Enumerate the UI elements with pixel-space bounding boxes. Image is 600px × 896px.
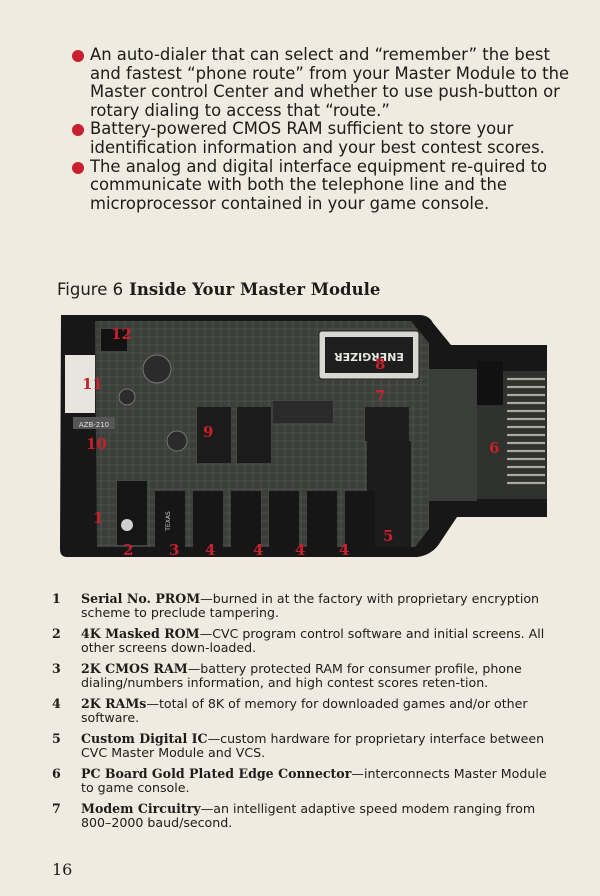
callout-3: 3	[169, 541, 179, 559]
legend-item: 3 2K CMOS RAM—battery protected RAM for c…	[52, 662, 552, 690]
callout-5: 5	[383, 527, 393, 545]
callout-10: 10	[86, 435, 107, 453]
legend-name: 2K CMOS RAM	[81, 661, 188, 676]
legend-number: 7	[52, 801, 61, 816]
legend-desc: —CVC program control software and initia…	[81, 626, 545, 655]
legend-desc: —interconnects Master Module to game con…	[81, 766, 547, 795]
bullet-item: Battery-powered CMOS RAM sufficient to s…	[72, 120, 572, 157]
page-number: 16	[52, 860, 73, 879]
callout-9: 9	[203, 423, 213, 441]
bullet-text: An auto-dialer that can select and “reme…	[90, 45, 570, 120]
bullet-dot-icon	[72, 50, 84, 62]
legend-name: PC Board Gold Plated Edge Connector	[81, 766, 352, 781]
circuit-board-image: ENERGIZER AZB-210 TEXAS 12 11 10 9 8 7 6…	[60, 315, 547, 559]
callout-4a: 4	[205, 541, 215, 559]
legend-desc: —battery protected RAM for consumer prof…	[81, 661, 522, 690]
bullet-dot-icon	[72, 124, 84, 137]
callout-8: 8	[375, 355, 385, 373]
callout-4d: 4	[339, 541, 349, 559]
legend-item: 6 PC Board Gold Plated Edge Connector—int…	[52, 767, 552, 795]
legend-number: 6	[52, 766, 61, 781]
callout-4c: 4	[295, 541, 305, 559]
legend-number: 5	[52, 731, 61, 746]
battery-label: ENERGIZER	[334, 350, 404, 363]
bullet-text: Battery-powered CMOS RAM sufficient to s…	[90, 119, 545, 157]
figure-label: Figure 6	[57, 280, 124, 299]
callout-1: 1	[93, 509, 103, 527]
board-code: AZB-210	[79, 421, 109, 429]
bullet-list: An auto-dialer that can select and “reme…	[72, 45, 572, 214]
legend-desc: —burned in at the factory with proprieta…	[81, 591, 540, 620]
bullet-item: An auto-dialer that can select and “reme…	[72, 45, 572, 120]
legend-desc: —an intelligent adaptive speed modem ran…	[81, 801, 536, 830]
legend-item: 1 Serial No. PROM—burned in at the factor…	[52, 592, 552, 620]
callout-6: 6	[489, 439, 499, 457]
legend-item: 4 2K RAMs—total of 8K of memory for downl…	[52, 697, 552, 725]
bullet-dot-icon	[72, 161, 84, 174]
callout-7: 7	[375, 387, 385, 405]
legend-name: Custom Digital IC	[81, 731, 208, 746]
circuit-board-photo: ENERGIZER AZB-210 TEXAS 12 11 10 9 8 7 6…	[57, 309, 551, 579]
legend-name: Modem Circuitry	[81, 801, 201, 816]
legend-number: 2	[52, 626, 61, 641]
legend-number: 4	[52, 696, 61, 711]
legend-item: 7 Modem Circuitry—an intelligent adaptive…	[52, 802, 552, 830]
bullet-item: The analog and digital interface equipme…	[72, 156, 572, 214]
chip-label: TEXAS	[165, 511, 172, 532]
component-legend: 1 Serial No. PROM—burned in at the factor…	[52, 592, 552, 837]
callout-11: 11	[82, 375, 103, 393]
callout-12: 12	[111, 325, 132, 343]
legend-item: 5 Custom Digital IC—custom hardware for p…	[52, 732, 552, 760]
figure-title: Inside Your Master Module	[129, 280, 381, 299]
legend-name: Serial No. PROM	[81, 591, 201, 606]
callout-2: 2	[123, 541, 133, 559]
legend-desc: —total of 8K of memory for downloaded ga…	[81, 696, 528, 725]
legend-name: 2K RAMs	[81, 696, 147, 711]
legend-number: 1	[52, 591, 61, 606]
legend-number: 3	[52, 661, 61, 676]
callout-4b: 4	[253, 541, 263, 559]
legend-desc: —custom hardware for proprietary interfa…	[81, 731, 545, 760]
legend-name: 4K Masked ROM	[81, 626, 200, 641]
bullet-text: The analog and digital interface equipme…	[90, 156, 548, 213]
figure-caption: Figure 6 Inside Your Master Module	[57, 280, 380, 299]
legend-item: 2 4K Masked ROM—CVC program control softw…	[52, 627, 552, 655]
